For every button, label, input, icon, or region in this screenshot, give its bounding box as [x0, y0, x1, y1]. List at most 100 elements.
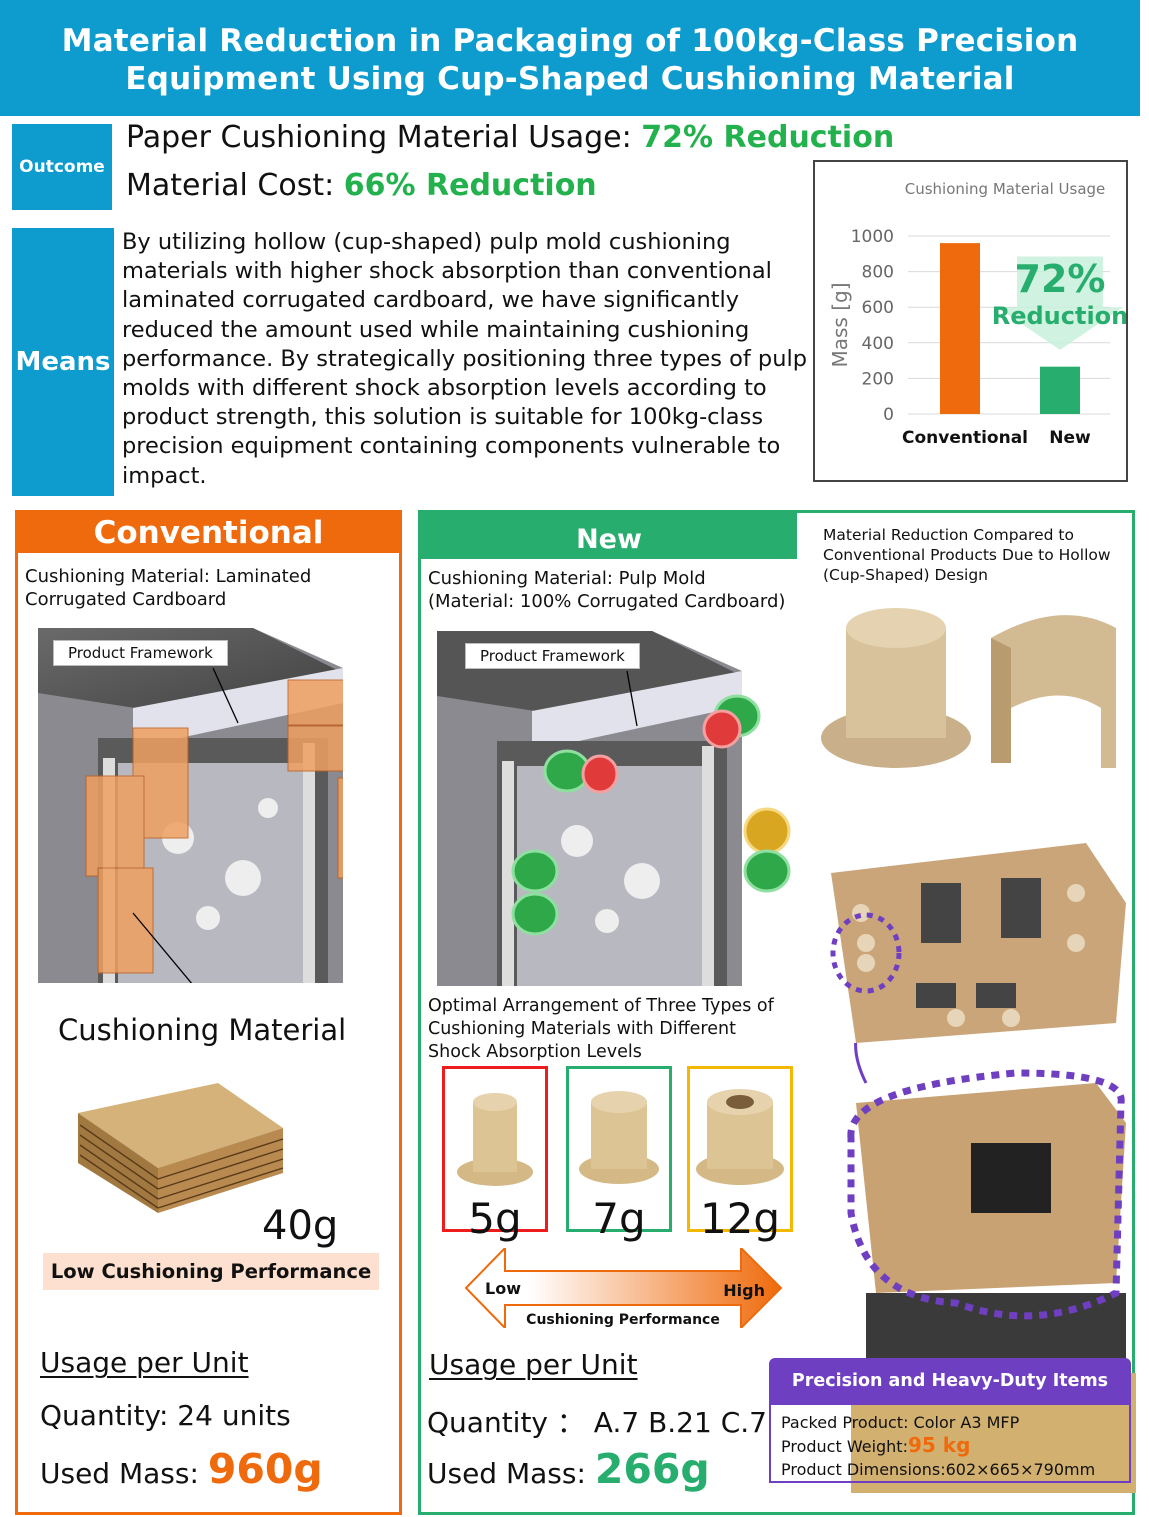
chart-bar-conventional [940, 243, 980, 414]
double-arrow-icon: Low High Cushioning Performance [464, 1248, 783, 1328]
title-line-1: Material Reduction in Packaging of 100kg… [61, 23, 1079, 59]
usage-chart: Cushioning Material Usage Mass [g] 0 200 4… [813, 160, 1128, 482]
chart-y-tick-label: 400 [862, 334, 894, 354]
new-framework-diagram: Product Framework [437, 631, 792, 986]
outcome-tag: Outcome [12, 124, 112, 210]
conventional-used-mass: Used Mass: 960g [40, 1445, 323, 1493]
means-description: By utilizing hollow (cup-shaped) pulp mo… [122, 229, 808, 489]
chart-x-labels: Conventional New [902, 428, 1091, 448]
conventional-cushion-label: Cushioning Material [58, 1013, 347, 1047]
framework-with-molds-illustration [437, 631, 791, 986]
chart-x-label: Conventional [902, 428, 1028, 448]
conventional-panel: Conventional Cushioning Material: Lamina… [15, 510, 402, 1515]
arrangement-line-3: Shock Absorption Levels [428, 1042, 642, 1062]
new-framework-label: Product Framework [465, 643, 640, 669]
chart-canvas: Cushioning Material Usage Mass [g] 0 200 4… [828, 180, 1126, 448]
conventional-mass-label: Used Mass: [40, 1457, 208, 1490]
spec-body: Packed Product: Color A3 MFP Product Wei… [769, 1405, 1131, 1483]
new-usage-title: Usage per Unit [429, 1348, 638, 1381]
spec-header: Precision and Heavy-Duty Items [769, 1358, 1131, 1405]
conventional-mass-value: 960g [207, 1445, 323, 1493]
new-header: New [421, 513, 797, 559]
chart-y-tick-label: 1000 [851, 227, 894, 247]
conventional-material: Cushioning Material: Laminated Corrugate… [25, 565, 385, 611]
chart-y-tick-label: 0 [883, 405, 894, 425]
chart-y-ticks: 0 200 400 600 800 1000 [851, 227, 894, 425]
conventional-material-line-2: Corrugated Cardboard [25, 589, 227, 610]
chart-x-label: New [1049, 428, 1091, 448]
chart-y-tick-label: 600 [862, 298, 894, 318]
new-quantity: Quantity ： A.7 B.21 C.7 [427, 1406, 767, 1439]
performance-high-label: High [723, 1281, 765, 1300]
pulp-mold-markers [511, 694, 791, 936]
chart-reduction-annotation: 72% Reduction [992, 256, 1126, 350]
cup-mold-photo [816, 588, 1131, 778]
mold-type-a: 5g [442, 1066, 548, 1241]
chart-y-tick-label: 800 [862, 263, 894, 283]
outcome-usage-label: Paper Cushioning Material Usage: [126, 120, 642, 155]
mold-b-weight: 7g [592, 1194, 646, 1243]
conventional-usage-title: Usage per Unit [40, 1346, 249, 1379]
product-spec-box: Precision and Heavy-Duty Items Packed Pr… [769, 1358, 1131, 1483]
chart-bars [940, 243, 1080, 414]
reduction-caption: Material Reduction Compared to Conventio… [823, 525, 1133, 585]
chart-annotation-label: Reduction [992, 302, 1126, 330]
mold-a-illustration [457, 1093, 533, 1186]
outcome-usage-value: 72% Reduction [641, 120, 895, 155]
reduction-caption-line-3: (Cup-Shaped) Design [823, 566, 988, 584]
mold-b-illustration [579, 1091, 659, 1184]
cushioning-performance-arrow: Low High Cushioning Performance [463, 1248, 783, 1328]
performance-axis-label: Cushioning Performance [526, 1312, 720, 1328]
title-line-2: Equipment Using Cup-Shaped Cushioning Ma… [125, 61, 1015, 97]
arrangement-caption: Optimal Arrangement of Three Types of Cu… [428, 995, 808, 1064]
performance-low-label: Low [485, 1279, 521, 1298]
reduction-arrow-icon [997, 256, 1123, 350]
outcome-usage: Paper Cushioning Material Usage: 72% Red… [126, 120, 894, 155]
reduction-caption-line-2: Conventional Products Due to Hollow [823, 546, 1111, 564]
cup-mold-cross-section-illustration [821, 608, 1116, 768]
curved-arrow-icon [854, 1001, 877, 1084]
new-mass-value: 266g [594, 1445, 710, 1493]
packaging-tray-photo [826, 833, 1126, 1043]
mold-c-illustration [696, 1089, 784, 1185]
new-material-line-1: Cushioning Material: Pulp Mold [428, 568, 706, 589]
tray-illustration [830, 843, 1126, 1043]
cardboard-stack-illustration [78, 1083, 284, 1213]
conventional-quantity: Quantity: 24 units [40, 1399, 291, 1432]
new-material-line-2: (Material: 100% Corrugated Cardboard) [428, 591, 786, 612]
new-material: Cushioning Material: Pulp Mold (Material… [428, 567, 808, 613]
outcome-cost: Material Cost: 66% Reduction [126, 168, 597, 203]
conventional-framework-label: Product Framework [53, 640, 228, 666]
new-mass-label: Used Mass: [427, 1457, 595, 1490]
chart-annotation-value: 72% [1015, 257, 1106, 301]
spec-weight: Product Weight:95 kg [781, 1434, 1119, 1458]
conventional-piece-weight: 40g [262, 1203, 339, 1249]
spec-dimensions: Product Dimensions:602×665×790mm [781, 1460, 1096, 1479]
conventional-material-line-1: Cushioning Material: Laminated [25, 566, 312, 587]
chart-y-axis-label: Mass [g] [828, 282, 852, 367]
outcome-cost-value: 66% Reduction [343, 168, 597, 203]
conventional-header: Conventional [18, 513, 399, 553]
laminated-cardboard-image [68, 1073, 288, 1218]
spec-weight-label: Product Weight: [781, 1437, 908, 1456]
mold-type-c: 12g [687, 1066, 793, 1241]
page-title: Material Reduction in Packaging of 100kg… [0, 0, 1140, 116]
means-tag: Means [12, 228, 114, 496]
arrangement-line-2: Cushioning Materials with Different [428, 1019, 736, 1039]
framework-illustration [38, 628, 394, 1004]
spec-weight-value: 95 kg [907, 1433, 971, 1457]
reduction-caption-line-1: Material Reduction Compared to [823, 526, 1074, 544]
arrangement-line-1: Optimal Arrangement of Three Types of [428, 996, 774, 1016]
mold-a-weight: 5g [468, 1194, 522, 1243]
new-used-mass: Used Mass: 266g [427, 1445, 710, 1493]
conventional-framework-diagram: Product Framework [38, 628, 394, 1004]
outcome-cost-label: Material Cost: [126, 168, 344, 203]
spec-packed-product: Packed Product: Color A3 MFP [781, 1413, 1020, 1432]
low-performance-badge: Low Cushioning Performance [43, 1253, 379, 1290]
mold-type-b: 7g [566, 1066, 672, 1241]
chart-y-tick-label: 200 [862, 369, 894, 389]
chart-title: Cushioning Material Usage [905, 180, 1106, 198]
new-panel: New Cushioning Material: Pulp Mold (Mate… [418, 510, 1136, 1515]
chart-bar-new [1040, 366, 1080, 414]
mold-c-weight: 12g [699, 1194, 781, 1243]
